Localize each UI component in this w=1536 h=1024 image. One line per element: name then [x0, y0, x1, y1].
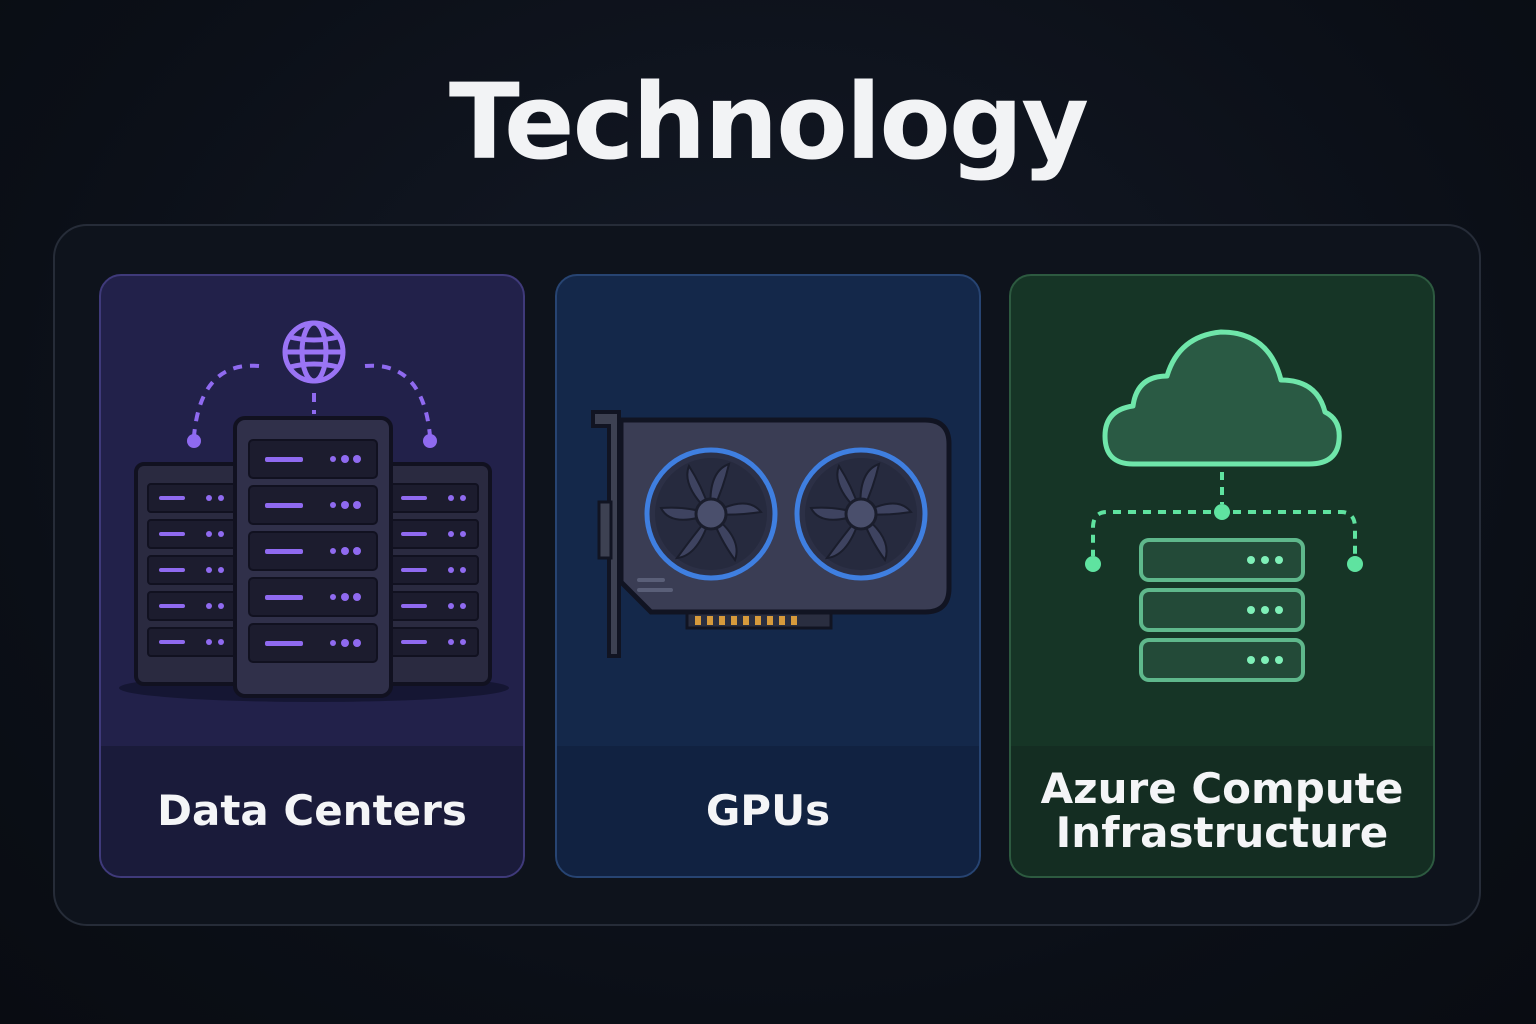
fan-icon: [644, 447, 778, 581]
gpu-card-icon: [591, 410, 952, 658]
card-azure-compute-art: [1011, 276, 1433, 748]
cloud-icon: [1102, 329, 1342, 467]
card-data-centers[interactable]: Data Centers: [99, 274, 525, 878]
card-gpus-label: GPUs: [557, 746, 979, 876]
fan-icon: [794, 447, 928, 581]
card-gpus-art: [557, 276, 979, 748]
card-azure-compute-label: Azure Compute Infrastructure: [1011, 746, 1433, 876]
card-azure-compute[interactable]: Azure Compute Infrastructure: [1009, 274, 1435, 878]
server-rack-icon: [119, 320, 509, 702]
page-title: Technology: [448, 61, 1089, 183]
card-gpus[interactable]: GPUs: [555, 274, 981, 878]
globe-icon: [282, 320, 346, 384]
card-data-centers-art: [101, 276, 523, 748]
card-data-centers-label: Data Centers: [101, 746, 523, 876]
cloud-server-icon: [1085, 329, 1363, 682]
